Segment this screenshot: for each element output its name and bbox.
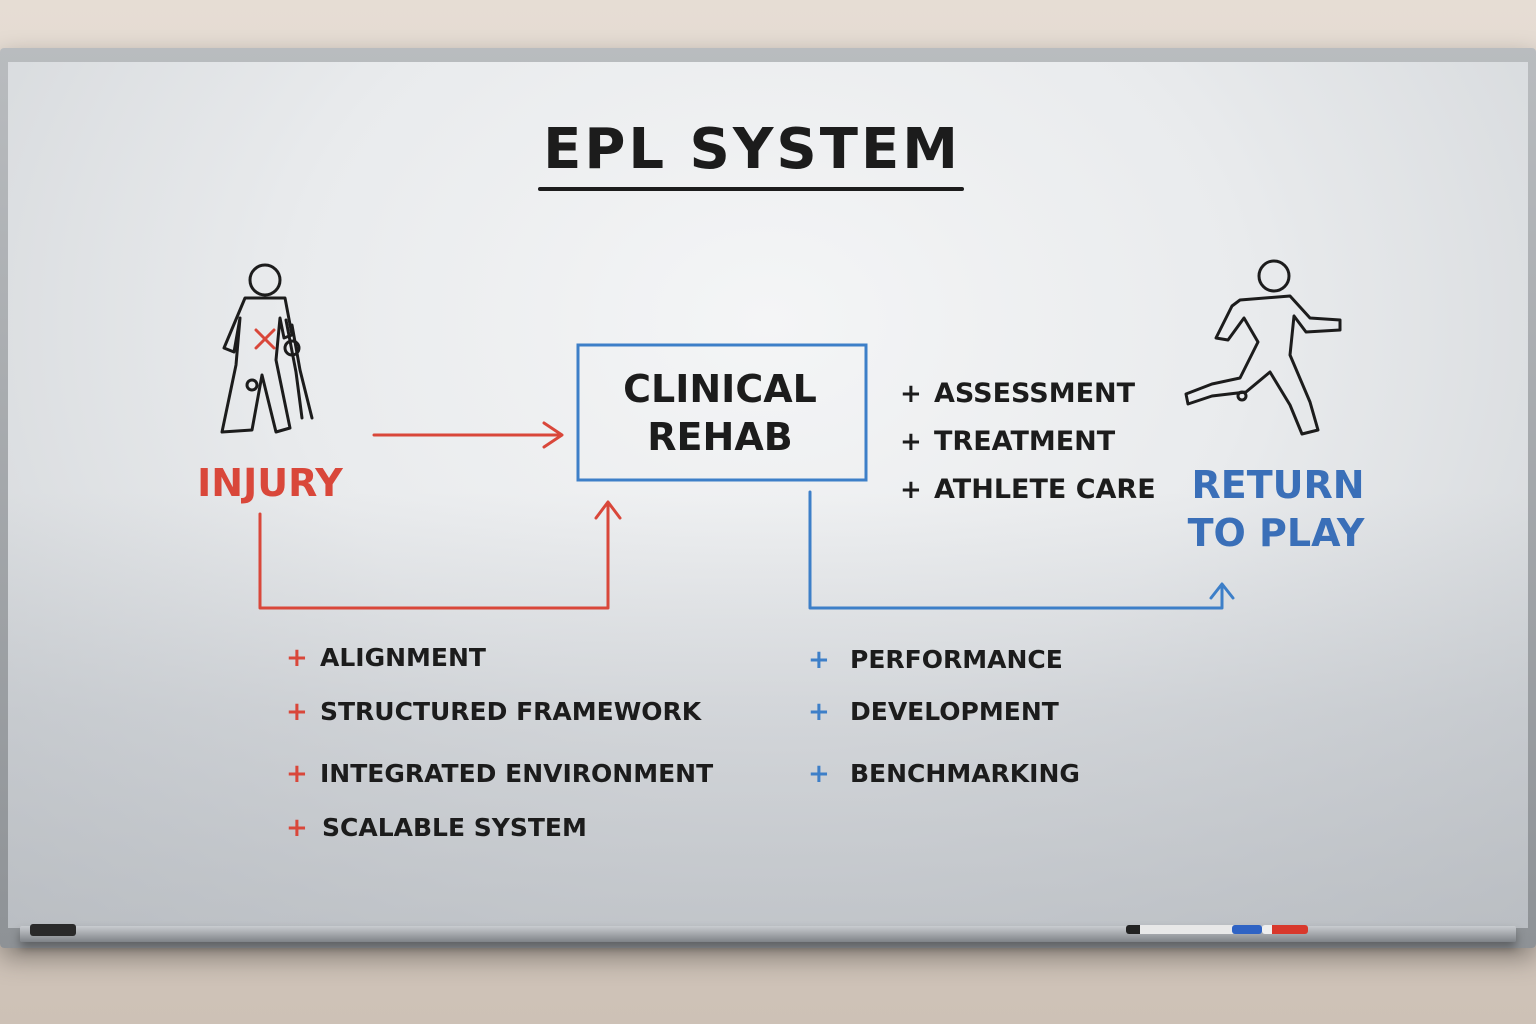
bullet-plus: + [808, 759, 830, 789]
bullet-plus: + [286, 759, 308, 789]
bullet-plus: + [900, 475, 922, 505]
diagram-title: EPL SYSTEM [543, 117, 961, 182]
bullet-plus: + [286, 813, 308, 843]
left-point: STRUCTURED FRAMEWORK [320, 697, 703, 726]
rehab-to-return-arrow [808, 490, 1235, 610]
rehab-point: TREATMENT [934, 426, 1116, 457]
rehab-points: + ASSESSMENT + TREATMENT + ATHLETE CARE [900, 378, 1156, 505]
right-points: + PERFORMANCE + DEVELOPMENT + BENCHMARKI… [808, 645, 1080, 789]
clinical-label: CLINICAL [623, 367, 817, 411]
injury-to-rehab-arrow [372, 421, 564, 449]
return-label-line1: RETURN [1191, 463, 1364, 507]
injury-label: INJURY [197, 461, 343, 505]
whiteboard-surface [8, 62, 1528, 928]
rehab-label: REHAB [647, 415, 792, 459]
right-point: DEVELOPMENT [850, 697, 1059, 726]
feedback-loop-arrow [258, 500, 622, 610]
clinical-rehab-box [576, 343, 868, 482]
left-point: INTEGRATED ENVIRONMENT [320, 759, 713, 788]
injured-person-icon [220, 263, 314, 434]
right-point: BENCHMARKING [850, 759, 1080, 788]
marker-red[interactable] [1262, 925, 1308, 934]
marker-black[interactable] [1126, 925, 1236, 934]
bullet-plus: + [808, 697, 830, 727]
left-points: + ALIGNMENT + STRUCTURED FRAMEWORK + INT… [286, 643, 713, 843]
left-point: ALIGNMENT [320, 643, 486, 672]
return-label-line2: TO PLAY [1188, 511, 1365, 555]
bullet-plus: + [900, 379, 922, 409]
running-person-icon [1184, 259, 1342, 436]
rehab-point: ATHLETE CARE [934, 474, 1156, 505]
marker-blue[interactable] [1232, 925, 1262, 934]
bullet-plus: + [286, 697, 308, 727]
bullet-plus: + [900, 427, 922, 457]
bullet-plus: + [808, 645, 830, 675]
bullet-plus: + [286, 643, 308, 673]
right-point: PERFORMANCE [850, 645, 1063, 674]
eraser[interactable] [30, 924, 76, 936]
rehab-point: ASSESSMENT [934, 378, 1136, 409]
left-point: SCALABLE SYSTEM [322, 813, 587, 842]
